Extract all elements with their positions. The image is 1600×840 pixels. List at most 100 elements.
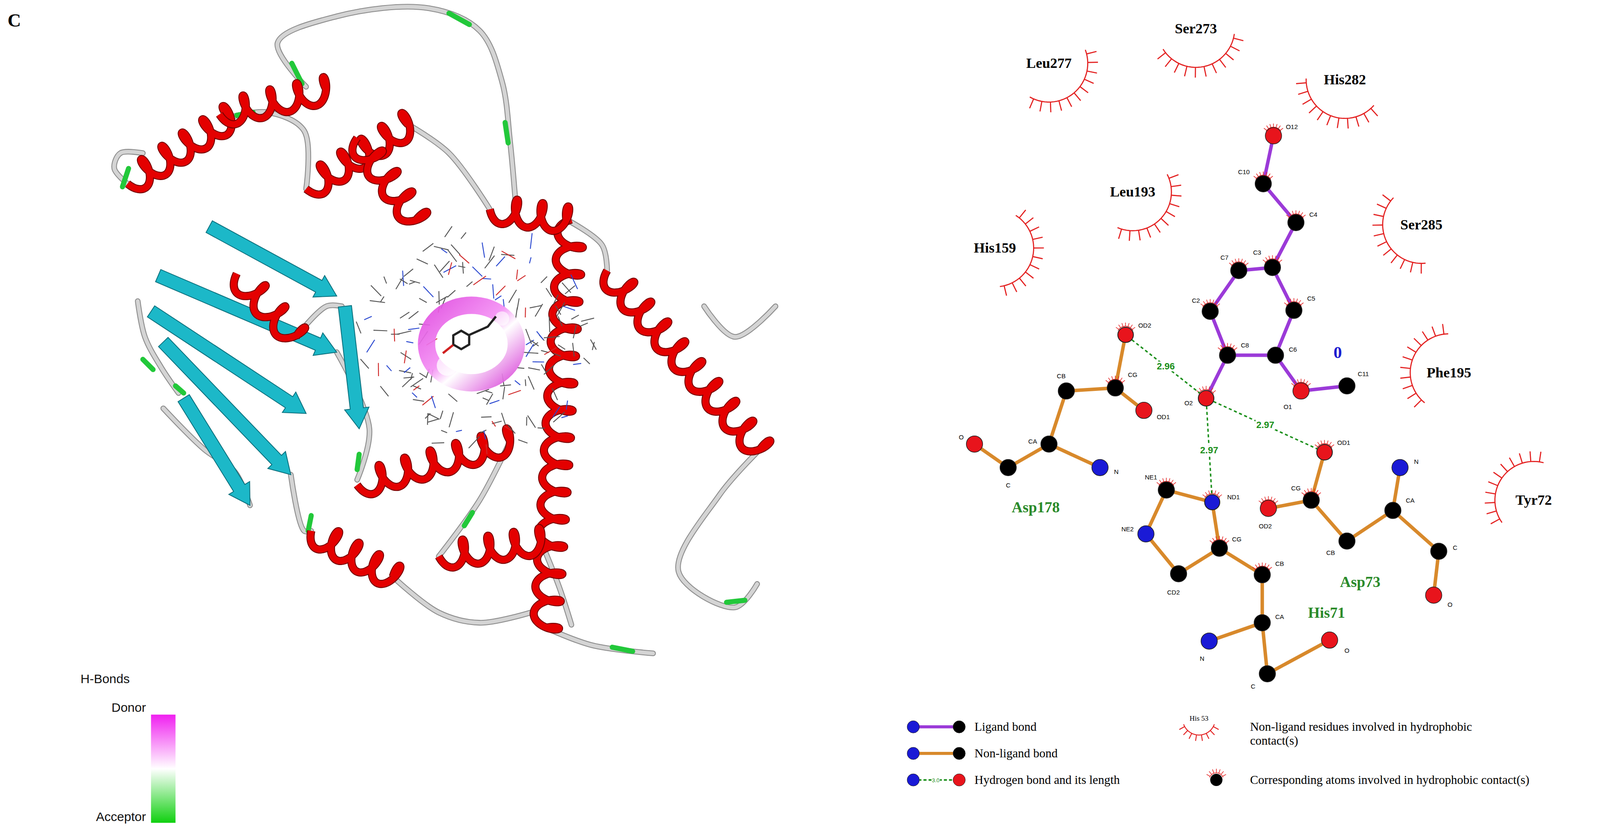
atom-label: O2 <box>1184 399 1193 407</box>
residue-stick <box>366 339 375 353</box>
residue-label: Ser273 <box>1174 20 1217 37</box>
hydrophobic-arc <box>1420 263 1423 274</box>
hbond-line <box>1213 401 1318 449</box>
atom-label: CA <box>1275 612 1284 621</box>
contact-spikes <box>1168 477 1170 482</box>
atom-label: N <box>1414 457 1419 465</box>
hydrophobic-arc <box>1400 259 1405 269</box>
atom-label: N <box>1199 654 1205 662</box>
loop-coil <box>678 448 761 607</box>
residue-stick <box>400 311 410 319</box>
hydrophobic-arc <box>1383 248 1392 256</box>
alpha-helix <box>310 530 401 584</box>
beta-strand <box>177 394 250 505</box>
atom-label: C11 <box>1357 370 1369 378</box>
loop-highlight <box>357 453 360 470</box>
contact-spikes <box>1268 255 1270 260</box>
contact-spikes <box>1212 537 1215 541</box>
atom-label: O <box>958 433 964 441</box>
residue-label: Ser285 <box>1400 216 1443 233</box>
contact-spikes <box>1298 210 1300 215</box>
hydrophobic-arc <box>1373 233 1384 237</box>
legend-sample <box>1201 734 1203 741</box>
residue-stick <box>395 277 403 290</box>
contact-spikes <box>1261 562 1263 566</box>
contact-spikes <box>1273 498 1276 502</box>
hydrophobic-arc <box>1012 282 1017 293</box>
contact-spikes <box>1105 380 1109 383</box>
contact-spikes <box>1209 298 1211 303</box>
hydrophobic-arc <box>1414 338 1422 346</box>
residue-stick <box>419 373 427 378</box>
alpha-helix <box>233 273 306 339</box>
atom-label: CB <box>1056 371 1066 379</box>
alpha-helix <box>438 527 542 568</box>
residue-stick <box>413 399 425 401</box>
residue-stick <box>438 290 440 305</box>
residue-stick <box>546 287 552 297</box>
atom-sphere <box>1202 303 1219 320</box>
contact-spikes <box>1171 479 1174 483</box>
atom-sphere <box>1253 566 1271 583</box>
residue-stick <box>536 331 544 340</box>
residue-stick <box>558 344 566 350</box>
hydrophobic-arc <box>1400 376 1411 379</box>
residue-stick <box>571 314 579 320</box>
contact-spikes <box>1241 258 1243 263</box>
hbond-line <box>1131 339 1200 393</box>
hydrophobic-arc <box>1442 323 1445 334</box>
residue-stick <box>461 232 467 239</box>
residue-stick <box>579 322 588 327</box>
atom-label: C6 <box>1288 345 1297 353</box>
hydrophobic-arc <box>1377 241 1387 247</box>
contact-spikes <box>1272 255 1273 259</box>
atom-label: CG <box>1291 484 1301 492</box>
residue-stick <box>441 248 448 253</box>
loop-coil <box>408 124 490 210</box>
residue-stick <box>408 281 415 285</box>
hydrophobic-arc <box>1184 66 1187 77</box>
legend-sample <box>907 720 920 733</box>
atom-label: ND1 <box>1226 493 1240 501</box>
contact-spikes <box>1292 210 1294 215</box>
contact-spikes <box>1212 299 1214 304</box>
atom-sphere <box>1230 262 1248 279</box>
residue-stick <box>517 297 520 310</box>
hydrophobic-arc <box>1495 461 1544 523</box>
alpha-helix <box>357 428 511 494</box>
hydrophobic-arc <box>1194 67 1197 78</box>
atom-label: C10 <box>1237 167 1250 175</box>
contact-spikes <box>1293 380 1297 384</box>
residue-stick <box>416 258 428 264</box>
atom-label: C5 <box>1307 294 1316 302</box>
contact-spikes <box>1117 375 1119 380</box>
residue-stick <box>360 359 369 369</box>
atom-label: CG <box>1127 370 1138 379</box>
residue-stick <box>556 302 565 317</box>
atom-label: O <box>1344 646 1350 654</box>
hydrophobic-arc <box>1033 247 1044 249</box>
hydrophobic-arc <box>1539 451 1541 462</box>
hydrophobic-arc <box>1019 278 1026 287</box>
atom-label: CD2 <box>1167 588 1180 596</box>
loop-highlight <box>142 359 154 370</box>
atom-sphere <box>1384 502 1402 519</box>
contact-spikes <box>1300 378 1302 382</box>
residue-stick <box>444 226 453 238</box>
alpha-helix <box>603 270 771 452</box>
residue-stick <box>488 246 494 261</box>
residue-stick <box>462 261 464 274</box>
residue-stick <box>483 430 486 440</box>
atom-sphere <box>1107 379 1124 397</box>
atom-sphere <box>1265 127 1282 145</box>
hydrophobic-arc <box>1154 223 1161 233</box>
residue-stick <box>426 413 429 425</box>
hydrophobic-arc <box>1029 99 1034 109</box>
hydrophobic-arc <box>1355 116 1359 127</box>
atom-label: NE1 <box>1144 472 1158 481</box>
loop-coil <box>703 306 776 337</box>
contact-spikes <box>1130 324 1133 328</box>
residue-stick <box>473 276 486 285</box>
contact-spikes <box>1205 491 1208 495</box>
